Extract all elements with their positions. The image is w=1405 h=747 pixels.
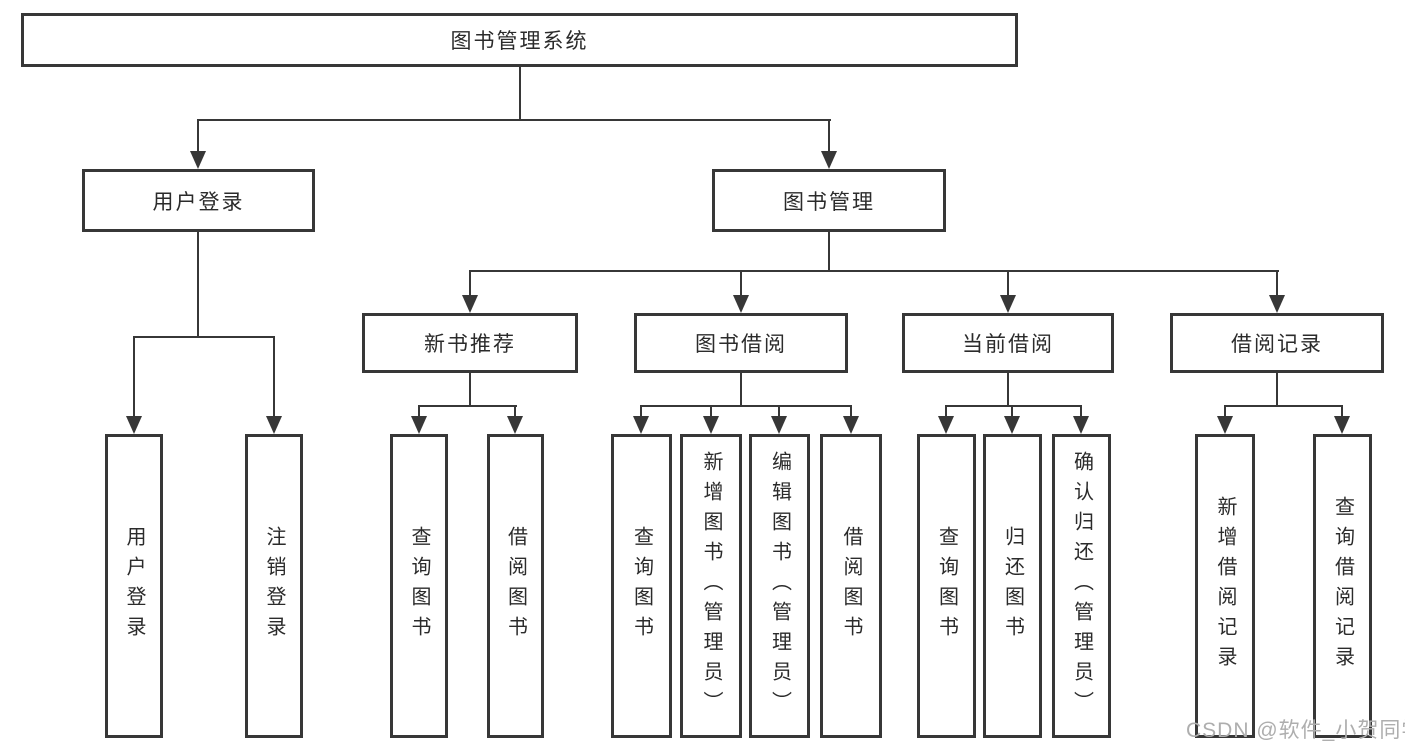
leaf-rec-borrow-book: 借阅图书: [487, 434, 544, 738]
arrow-rec-query-record: [1334, 416, 1350, 434]
arrow-current: [1000, 295, 1016, 313]
leaf-bor-query-book-label: 查询图书: [630, 526, 653, 646]
leaf-user-login-label: 用户登录: [123, 526, 145, 646]
connector-drop-bor-query: [640, 405, 642, 418]
connector-recommend-bar: [418, 405, 517, 407]
arrow-bor-add: [703, 416, 719, 434]
node-borrowing-records: 借阅记录: [1170, 313, 1384, 373]
connector-recommend-stem: [469, 373, 471, 407]
arrow-records: [1269, 295, 1285, 313]
node-new-book-recommend: 新书推荐: [362, 313, 578, 373]
node-book-mgmt: 图书管理: [712, 169, 946, 232]
node-new-book-recommend-label: 新书推荐: [424, 333, 516, 356]
leaf-cur-return-book: 归还图书: [983, 434, 1042, 738]
arrow-leaf-logout: [266, 416, 282, 434]
connector-drop-bor-borrow: [850, 405, 852, 418]
arrow-rec-borrow: [507, 416, 523, 434]
leaf-query-borrow-record-label: 查询借阅记录: [1331, 496, 1354, 676]
connector-user-login-bar: [133, 336, 275, 338]
connector-root-stem: [519, 67, 521, 121]
connector-records-stem: [1276, 373, 1278, 407]
connector-current-stem: [1007, 373, 1009, 407]
connector-drop-bor-edit: [778, 405, 780, 418]
leaf-bor-borrow-book: 借阅图书: [820, 434, 882, 738]
arrow-bor-borrow: [843, 416, 859, 434]
connector-drop-cur-return: [1011, 405, 1013, 418]
connector-root-bar: [197, 119, 831, 121]
leaf-bor-query-book: 查询图书: [611, 434, 672, 738]
connector-borrowing-stem: [740, 373, 742, 407]
leaf-cur-confirm-return-admin: 确认归还（管理员）: [1052, 434, 1111, 738]
node-current-borrowing: 当前借阅: [902, 313, 1114, 373]
node-root: 图书管理系统: [21, 13, 1018, 67]
arrow-leaf-login: [126, 416, 142, 434]
connector-drop-rec-add-record: [1224, 405, 1226, 418]
node-book-borrowing: 图书借阅: [634, 313, 848, 373]
arrow-cur-return: [1004, 416, 1020, 434]
leaf-rec-borrow-book-label: 借阅图书: [504, 526, 527, 646]
leaf-cur-return-book-label: 归还图书: [1001, 526, 1024, 646]
node-root-label: 图书管理系统: [450, 30, 589, 53]
leaf-add-borrow-record: 新增借阅记录: [1195, 434, 1255, 738]
connector-drop-cur-confirm: [1080, 405, 1082, 418]
connector-current-bar: [945, 405, 1082, 407]
leaf-rec-query-book: 查询图书: [390, 434, 448, 738]
leaf-rec-query-book-label: 查询图书: [408, 526, 430, 646]
leaf-add-borrow-record-label: 新增借阅记录: [1214, 496, 1236, 676]
leaf-cur-query-book-label: 查询图书: [935, 526, 958, 646]
leaf-logout-label: 注销登录: [263, 526, 285, 646]
arrow-rec-add-record: [1217, 416, 1233, 434]
node-borrowing-records-label: 借阅记录: [1231, 333, 1323, 356]
node-current-borrowing-label: 当前借阅: [962, 333, 1054, 356]
connector-drop-book-mgmt: [828, 119, 830, 152]
leaf-cur-confirm-return-admin-label: 确认归还（管理员）: [1070, 451, 1093, 721]
node-user-login: 用户登录: [82, 169, 315, 232]
arrow-bor-query: [633, 416, 649, 434]
node-book-mgmt-label: 图书管理: [783, 190, 875, 214]
connector-drop-rec-query: [418, 405, 420, 418]
connector-drop-user-login: [197, 119, 199, 152]
connector-drop-records: [1276, 270, 1278, 297]
connector-records-bar: [1224, 405, 1343, 407]
leaf-bor-edit-book-admin-label: 编辑图书（管理员）: [768, 451, 791, 721]
leaf-bor-edit-book-admin: 编辑图书（管理员）: [749, 434, 810, 738]
connector-drop-rec-query-record: [1341, 405, 1343, 418]
leaf-bor-borrow-book-label: 借阅图书: [840, 526, 862, 646]
node-user-login-label: 用户登录: [152, 190, 245, 214]
connector-user-login-stem: [197, 232, 199, 338]
arrow-rec-query: [411, 416, 427, 434]
connector-drop-borrowing: [740, 270, 742, 297]
connector-drop-recommend: [469, 270, 471, 297]
connector-drop-rec-borrow: [514, 405, 516, 418]
connector-drop-cur-query: [945, 405, 947, 418]
arrow-cur-confirm: [1073, 416, 1089, 434]
connector-drop-current: [1007, 270, 1009, 297]
leaf-bor-add-book-admin-label: 新增图书（管理员）: [700, 451, 722, 721]
leaf-query-borrow-record: 查询借阅记录: [1313, 434, 1372, 738]
connector-drop-leaf-logout: [273, 336, 275, 417]
connector-drop-bor-add: [710, 405, 712, 418]
connector-book-mgmt-bar: [469, 270, 1279, 272]
leaf-cur-query-book: 查询图书: [917, 434, 976, 738]
connector-book-mgmt-stem: [828, 232, 830, 272]
arrow-bor-edit: [771, 416, 787, 434]
connector-drop-leaf-login: [133, 336, 135, 417]
leaf-bor-add-book-admin: 新增图书（管理员）: [680, 434, 742, 738]
arrow-cur-query: [938, 416, 954, 434]
arrow-book-mgmt: [821, 151, 837, 169]
leaf-logout: 注销登录: [245, 434, 303, 738]
node-book-borrowing-label: 图书借阅: [695, 333, 787, 356]
arrow-recommend: [462, 295, 478, 313]
leaf-user-login: 用户登录: [105, 434, 163, 738]
connector-borrowing-bar: [640, 405, 852, 407]
arrow-borrowing: [733, 295, 749, 313]
arrow-user-login: [190, 151, 206, 169]
watermark: CSDN @软件_小贺同学: [1186, 719, 1405, 742]
